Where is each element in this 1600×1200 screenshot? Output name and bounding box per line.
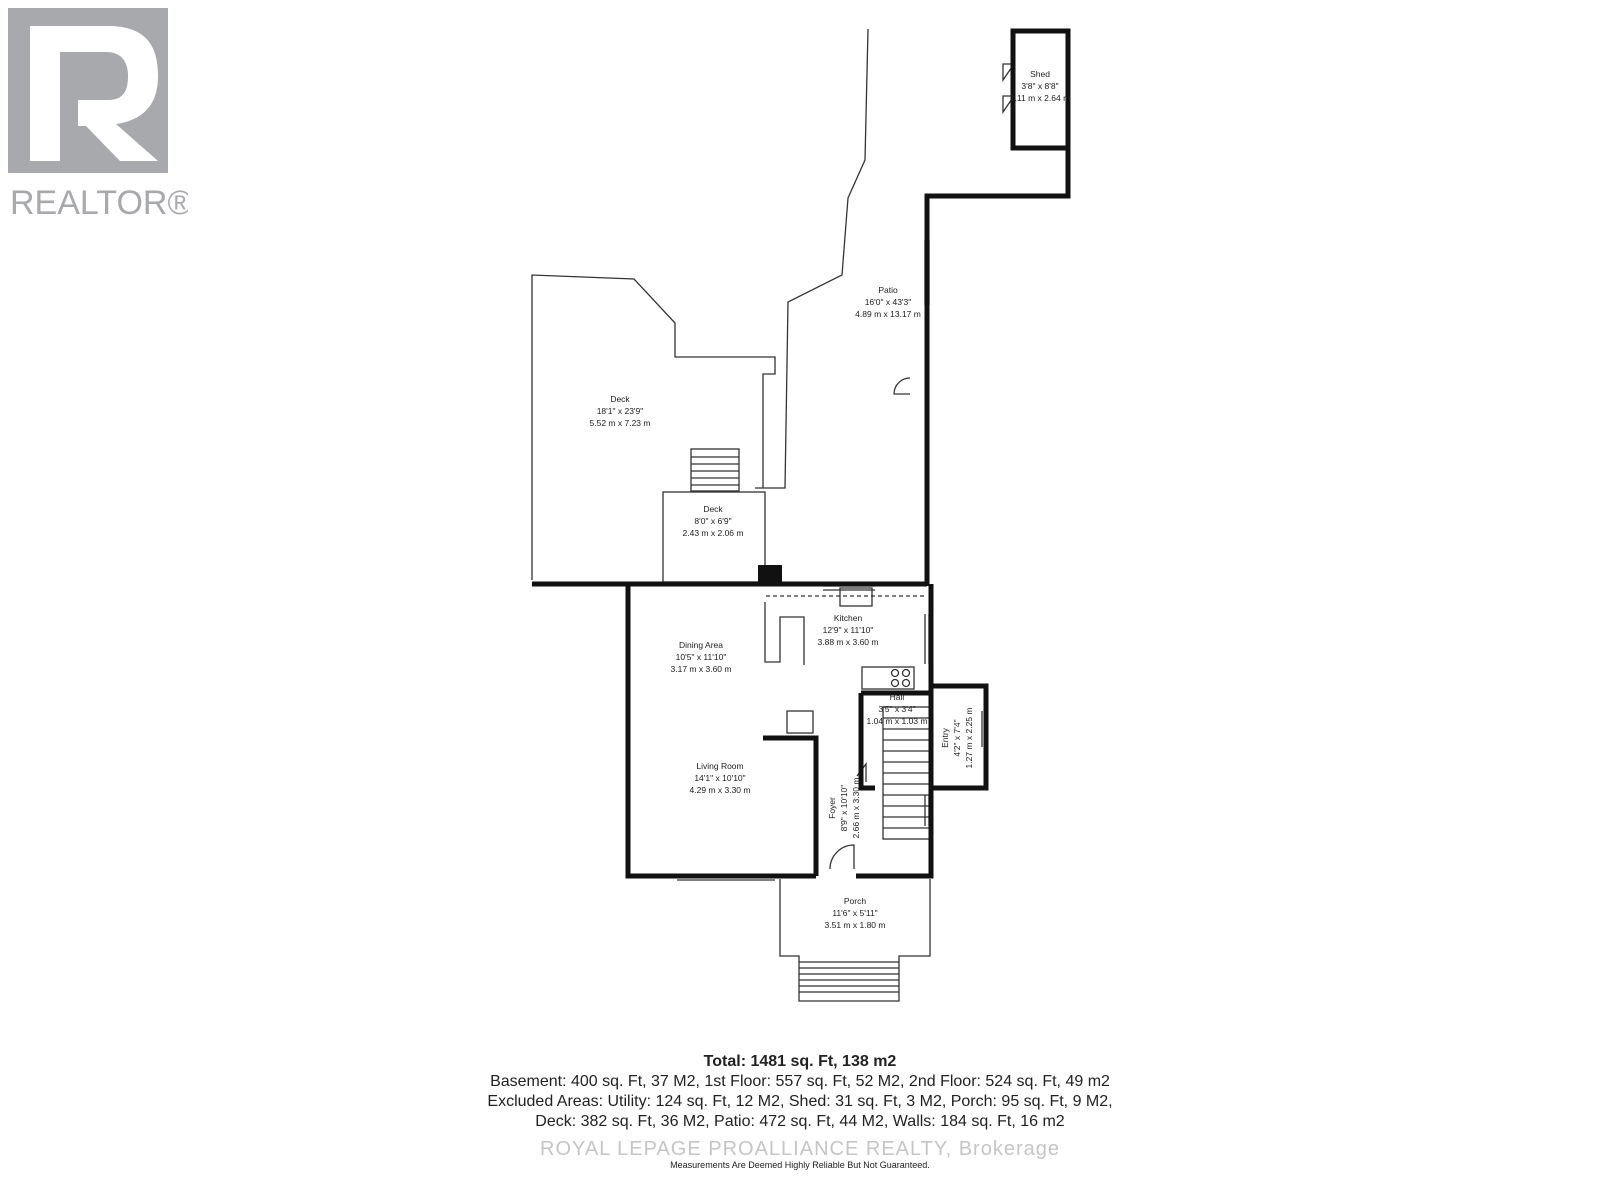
room-metric: 1.04 m x 1.03 m bbox=[867, 716, 928, 726]
room-metric: 3.17 m x 3.60 m bbox=[671, 664, 732, 674]
thick-walls bbox=[532, 28, 1071, 879]
thin-outlines bbox=[531, 28, 1016, 1002]
room-imperial: 4'2" x 7'4" bbox=[952, 719, 962, 756]
room-labels: Shed 3'8" x 8'8" 1.11 m x 2.64 m Patio 16'0"… bbox=[590, 69, 1071, 930]
room-imperial: 16'0" x 43'3" bbox=[865, 297, 912, 307]
room-metric: 1.11 m x 2.64 m bbox=[1010, 93, 1070, 103]
room-imperial: 14'1" x 10'10" bbox=[694, 773, 745, 783]
room-imperial: 12'9" x 11'10" bbox=[823, 625, 874, 635]
realtor-logo: REALTOR® bbox=[8, 8, 188, 218]
room-imperial: 3'5" x 3'4" bbox=[878, 704, 915, 714]
room-name: Shed bbox=[1030, 69, 1050, 79]
room-name: Patio bbox=[878, 285, 898, 295]
room-name: Kitchen bbox=[834, 613, 863, 623]
room-imperial: 3'8" x 8'8" bbox=[1021, 81, 1058, 91]
room-imperial: 8'9" x 10'10" bbox=[839, 785, 849, 832]
room-label-porch: Porch 11'6" x 5'11" 3.51 m x 1.80 m bbox=[825, 896, 886, 930]
disclaimer: Measurements Are Deemed Highly Reliable … bbox=[670, 1160, 930, 1170]
room-label-dining: Dining Area 10'5" x 11'10" 3.17 m x 3.60 m bbox=[671, 640, 732, 674]
room-name: Foyer bbox=[827, 797, 837, 819]
room-imperial: 11'6" x 5'11" bbox=[832, 908, 877, 918]
area-breakdown-2: Excluded Areas: Utility: 124 sq. Ft, 12 … bbox=[487, 1093, 1113, 1110]
room-metric: 4.29 m x 3.30 m bbox=[690, 785, 751, 795]
room-imperial: 8'0" x 6'9" bbox=[694, 516, 731, 526]
room-metric: 3.51 m x 1.80 m bbox=[825, 920, 886, 930]
room-metric: 4.89 m x 13.17 m bbox=[855, 309, 921, 319]
room-label-patio: Patio 16'0" x 43'3" 4.89 m x 13.17 m bbox=[855, 285, 921, 319]
room-metric: 1.27 m x 2.25 m bbox=[964, 708, 974, 769]
area-summary: Total: 1481 sq. Ft, 138 m2 Basement: 400… bbox=[0, 1052, 1600, 1132]
room-label-shed: Shed 3'8" x 8'8" 1.11 m x 2.64 m bbox=[1010, 69, 1070, 103]
realtor-logo-text: REALTOR® bbox=[10, 184, 188, 218]
room-name: Deck bbox=[703, 504, 723, 514]
total-area: Total: 1481 sq. Ft, 138 m2 bbox=[703, 1053, 897, 1070]
room-name: Dining Area bbox=[679, 640, 723, 650]
room-label-kitchen: Kitchen 12'9" x 11'10" 3.88 m x 3.60 m bbox=[818, 613, 879, 647]
room-metric: 2.43 m x 2.06 m bbox=[683, 528, 744, 538]
room-label-hall: Hall 3'5" x 3'4" 1.04 m x 1.03 m bbox=[867, 692, 928, 726]
room-name: Living Room bbox=[696, 761, 743, 771]
chimney bbox=[758, 565, 782, 583]
brokerage-watermark: ROYAL LEPAGE PROALLIANCE REALTY, Brokera… bbox=[540, 1138, 1060, 1160]
area-breakdown-3: Deck: 382 sq. Ft, 36 M2, Patio: 472 sq. … bbox=[535, 1113, 1065, 1130]
room-label-deck-large: Deck 18'1" x 23'9" 5.52 m x 7.23 m bbox=[590, 394, 651, 428]
area-breakdown-1: Basement: 400 sq. Ft, 37 M2, 1st Floor: … bbox=[490, 1073, 1110, 1090]
room-name: Porch bbox=[844, 896, 866, 906]
room-metric: 3.88 m x 3.60 m bbox=[818, 637, 879, 647]
room-imperial: 18'1" x 23'9" bbox=[597, 406, 644, 416]
room-label-living: Living Room 14'1" x 10'10" 4.29 m x 3.30 m bbox=[690, 761, 751, 795]
room-name: Deck bbox=[610, 394, 630, 404]
room-metric: 2.66 m x 3.30 m bbox=[851, 778, 861, 839]
room-label-deck-small: Deck 8'0" x 6'9" 2.43 m x 2.06 m bbox=[683, 504, 744, 538]
room-name: Hall bbox=[890, 692, 905, 702]
room-name: Entry bbox=[940, 727, 950, 748]
room-metric: 5.52 m x 7.23 m bbox=[590, 418, 651, 428]
room-imperial: 10'5" x 11'10" bbox=[676, 652, 727, 662]
